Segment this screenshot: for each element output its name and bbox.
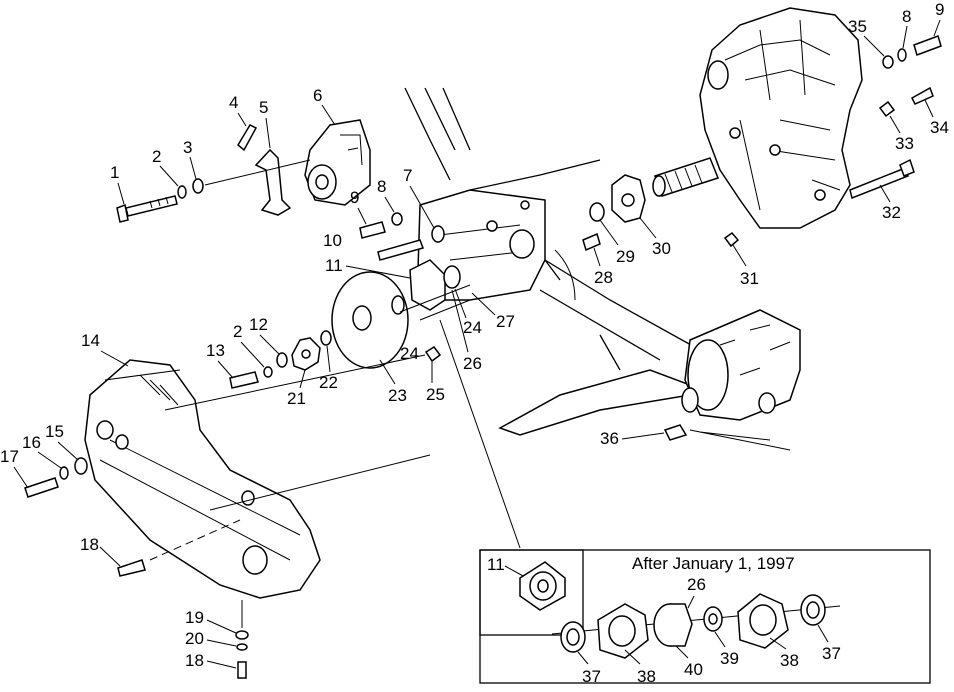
washer-16: [59, 466, 69, 480]
inset-box: 11 After January 1, 1997 26 37 38 40 39 …: [479, 549, 931, 686]
callout: 5: [259, 98, 268, 117]
callout: 16: [22, 433, 41, 452]
inset-label: 40: [684, 660, 703, 679]
bolt-32: [849, 167, 909, 200]
bolt-13: [229, 371, 259, 389]
decal-part: [237, 124, 258, 152]
bolt-18b: [237, 661, 247, 679]
seal-24: [443, 265, 461, 289]
washer-8: [391, 212, 403, 226]
bolt-10: [377, 239, 424, 261]
callout: 35: [848, 17, 867, 36]
washer-2b: [263, 366, 273, 378]
callout: 25: [426, 385, 445, 404]
callout: 13: [206, 341, 225, 360]
callout: 33: [895, 134, 914, 153]
nut-7: [431, 225, 445, 243]
washer-19: [235, 630, 249, 640]
engine-block: [652, 7, 863, 229]
callout: 8: [377, 177, 386, 196]
callout: 24: [400, 344, 419, 363]
callout: 26: [463, 354, 482, 373]
clip-36: [663, 424, 688, 441]
washer-22: [320, 330, 332, 346]
inset-sub-label: 11: [487, 555, 505, 574]
callout: 12: [249, 315, 268, 334]
callout: 8: [902, 7, 911, 26]
washer-8b: [897, 48, 907, 62]
bolt-17: [24, 477, 59, 498]
bolt-34: [911, 86, 934, 105]
callout: 9: [935, 0, 944, 19]
callout: 32: [882, 203, 901, 222]
nut-3: [192, 178, 204, 194]
exhaust-heat-shield: [681, 309, 801, 421]
frame-rail: [498, 369, 691, 436]
bolt-28: [582, 232, 601, 252]
callout: 1: [110, 163, 119, 182]
callout: 11: [325, 256, 343, 275]
washer-20: [236, 643, 248, 651]
callout: 23: [388, 386, 407, 405]
inset-label: 37: [582, 667, 601, 686]
callout: 17: [0, 447, 19, 466]
callout: 2: [152, 147, 161, 166]
starter-motor: [304, 119, 371, 206]
nut-25: [424, 345, 442, 363]
callout-labels: 1 2 3 4 5 6 7 8 9 10 11 12 2 13 14 15 16…: [0, 0, 949, 670]
inset-label: 38: [780, 651, 799, 670]
washer-29: [589, 202, 605, 222]
callout: 21: [287, 389, 306, 408]
inset-label: 26: [687, 575, 706, 594]
inset-title: After January 1, 1997: [632, 554, 795, 573]
bolt-9: [359, 221, 386, 239]
bolt-18: [117, 559, 146, 577]
callout: 29: [616, 247, 635, 266]
callout: 4: [229, 93, 238, 112]
callout: 6: [313, 86, 322, 105]
chaincase-cover: [84, 359, 321, 599]
callout: 9: [350, 188, 359, 207]
callout: 20: [185, 629, 204, 648]
washer-12: [276, 352, 288, 368]
mounting-bracket: [254, 148, 292, 216]
callout: 24: [463, 318, 482, 337]
callout: 19: [185, 608, 204, 627]
bolt-9b: [913, 35, 942, 56]
callout: 18: [185, 651, 204, 670]
callout: 28: [594, 268, 613, 287]
nut-31: [723, 231, 740, 248]
callout: 2: [233, 322, 242, 341]
washer-35: [882, 55, 894, 69]
callout: 31: [740, 269, 759, 288]
callout: 30: [652, 239, 671, 258]
callout: 14: [81, 331, 100, 350]
callout: 3: [183, 138, 192, 157]
callout: 10: [323, 231, 342, 250]
callout: 27: [496, 312, 515, 331]
inset-label: 37: [822, 644, 841, 663]
bolt-1: [116, 195, 178, 223]
callout: 15: [45, 422, 64, 441]
washer-2: [177, 185, 187, 199]
callout: 34: [930, 118, 949, 137]
frame-bracket: [404, 87, 701, 371]
callout: 22: [319, 373, 338, 392]
inset-label: 38: [637, 667, 656, 686]
callout: 7: [403, 166, 412, 185]
grommet-15: [74, 457, 88, 475]
nut-33: [878, 100, 896, 118]
inset-label: 39: [720, 649, 739, 668]
callout: 36: [600, 429, 619, 448]
callout: 18: [80, 535, 99, 554]
